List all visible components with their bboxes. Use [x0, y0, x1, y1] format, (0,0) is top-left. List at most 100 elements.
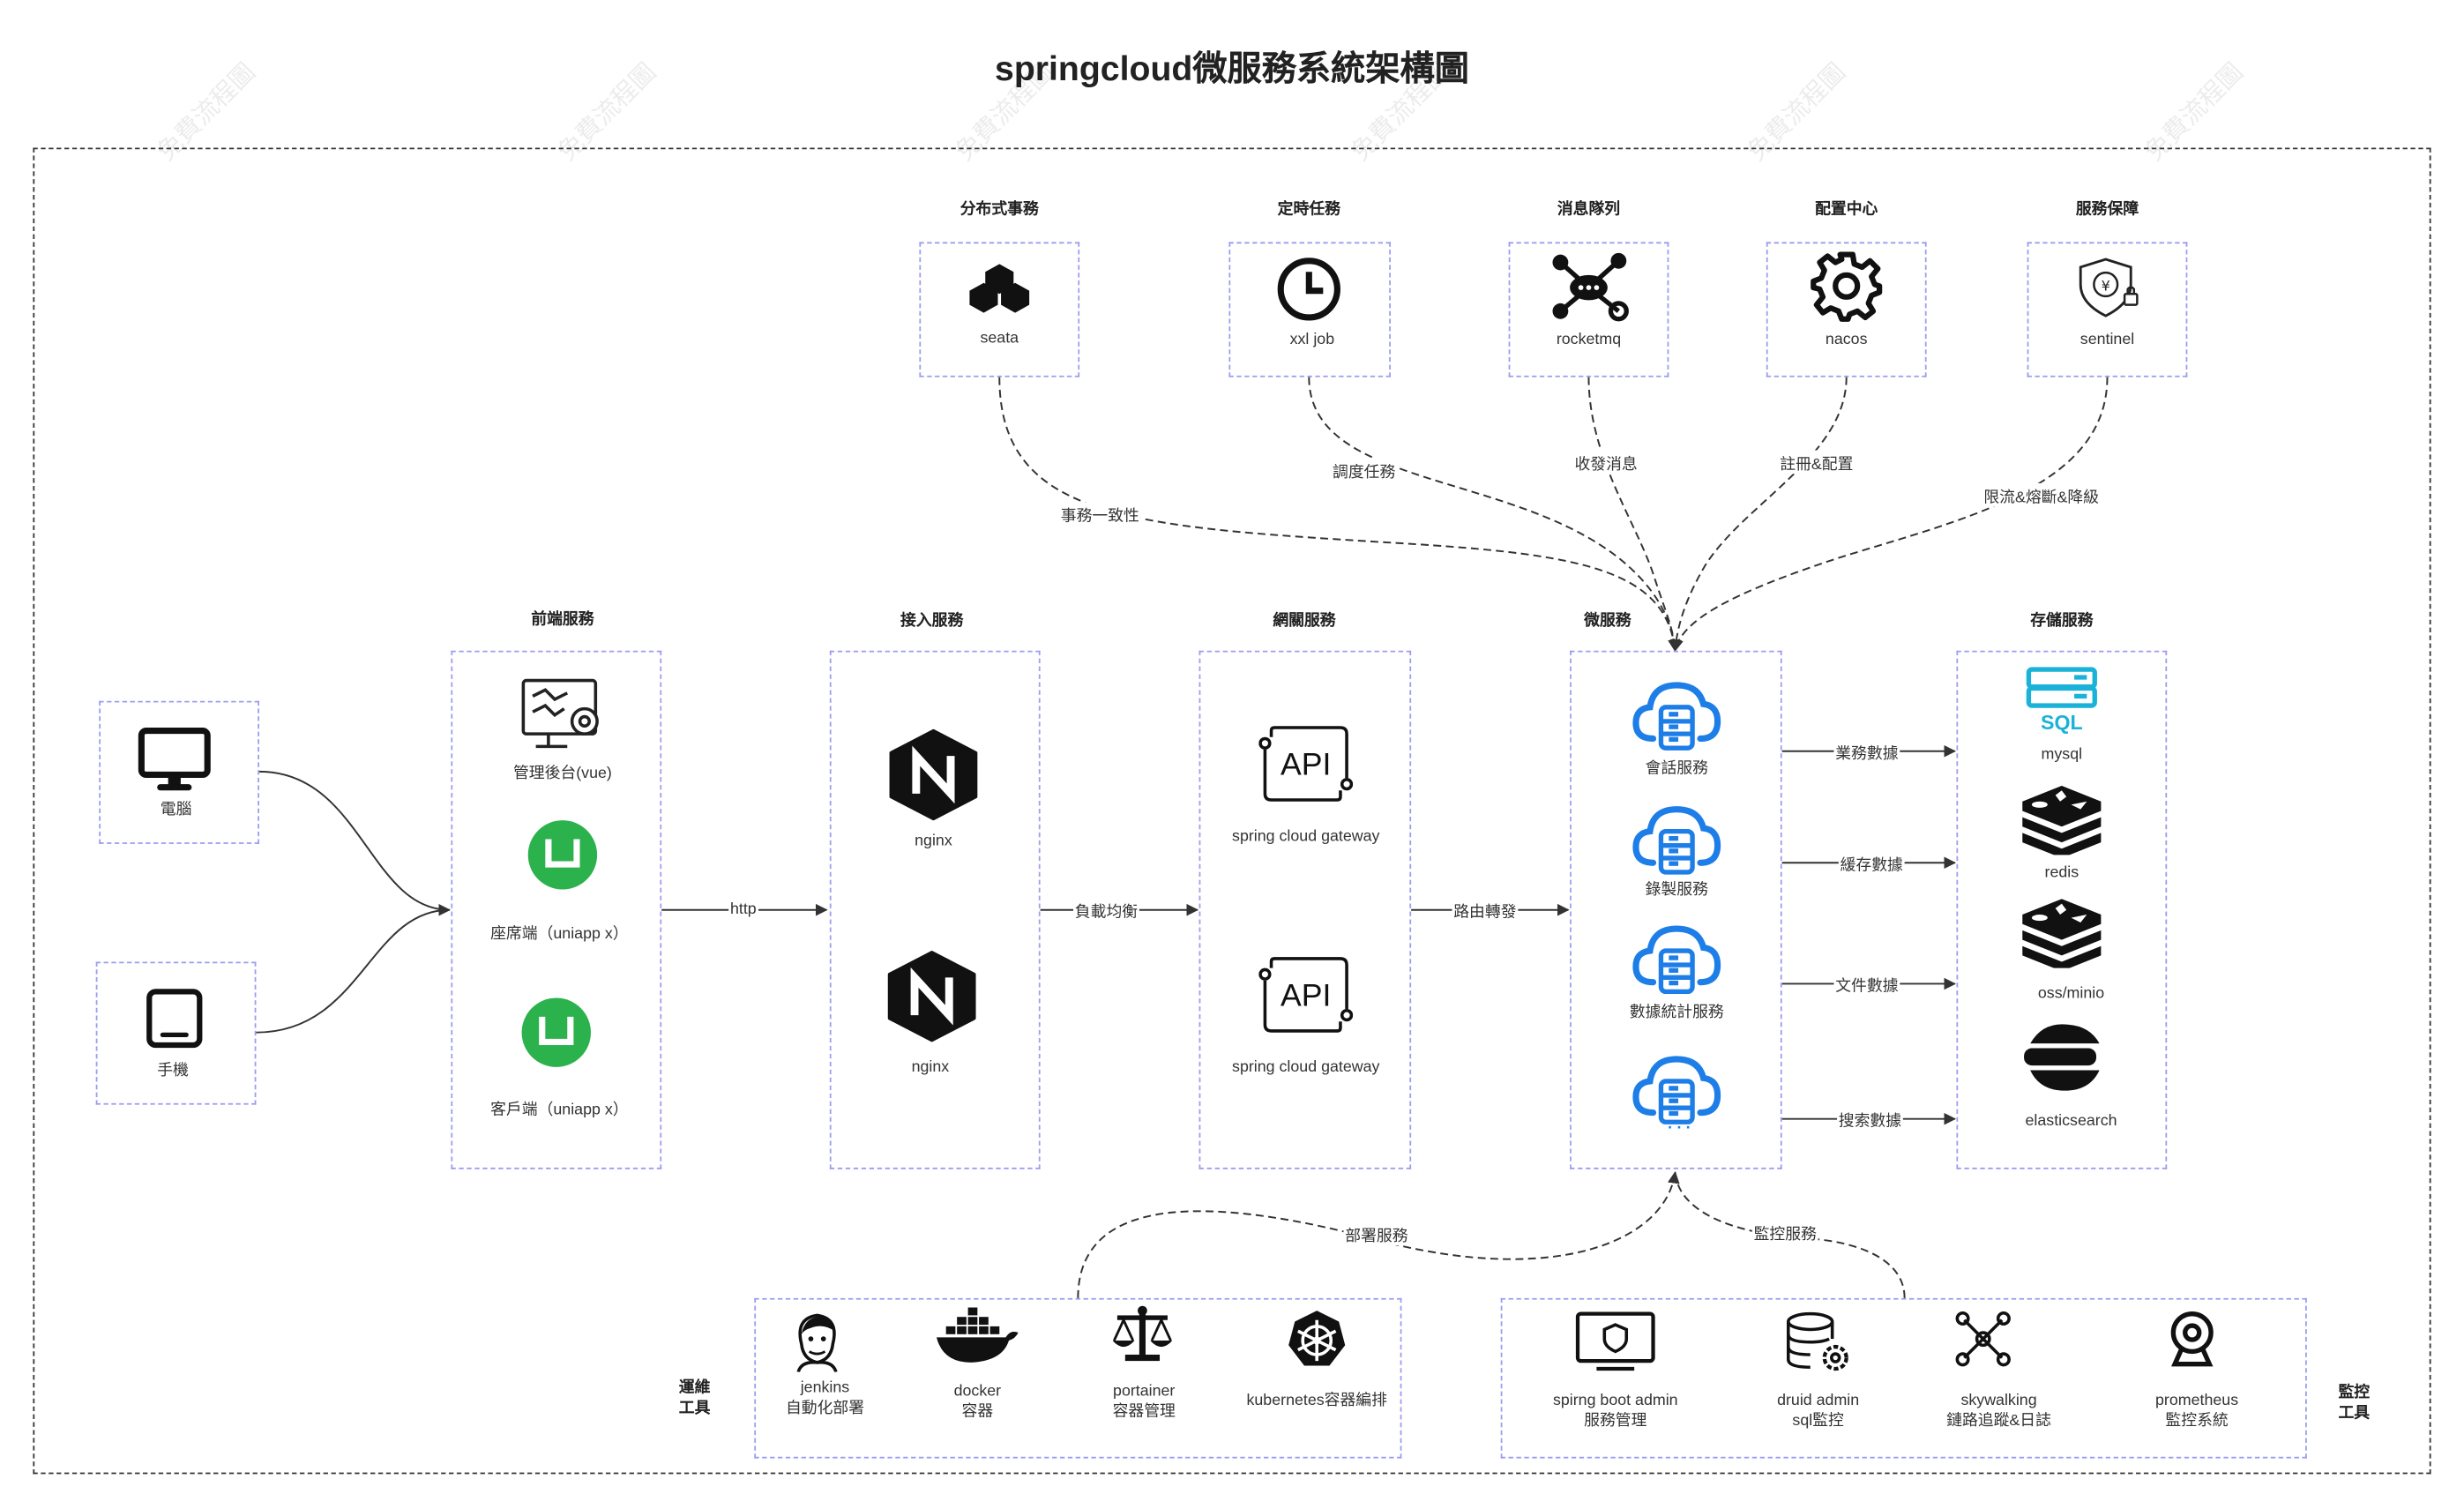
page-title: springcloud微服務系統架構圖 [995, 49, 1469, 88]
graph-nodes-icon [1955, 1311, 2011, 1367]
cloud-server-icon [1632, 925, 1721, 995]
docker-icon [937, 1307, 1019, 1363]
access-item-nginx-2: nginx [911, 1058, 950, 1077]
mon-item-skywalking: skywalking 鏈路追蹤&日誌 [1946, 1393, 2051, 1432]
section-title-storage: 存儲服務 [2030, 612, 2094, 631]
micro-item-record: 錄製服務 [1645, 881, 1708, 900]
cloud-server-icon [1632, 1056, 1721, 1124]
section-title-micro: 微服務 [1584, 612, 1631, 631]
edge-label-limit: 限流&熔斷&降級 [1982, 482, 2101, 507]
section-title-frontend: 前端服務 [531, 611, 594, 629]
storage-item-mysql: mysql [2041, 746, 2083, 764]
mon-druid-name: druid admin [1777, 1392, 1860, 1410]
edge-label-deploy: 部署服務 [1343, 1221, 1410, 1246]
helm-icon [1288, 1311, 1346, 1366]
mon-item-prometheus: prometheus 監控系統 [2155, 1393, 2238, 1432]
access-item-nginx-1: nginx [915, 833, 952, 850]
micro-item-stats: 數據統計服務 [1629, 1004, 1724, 1022]
frontend-item-agent: 座席端（uniapp x） [490, 925, 629, 944]
client-pc-box [99, 700, 260, 844]
edge-label-lb: 負載均衡 [1073, 898, 1139, 923]
mon-prometheus-name: prometheus [2155, 1392, 2239, 1410]
tablet-icon [146, 989, 203, 1049]
access-box [829, 650, 1041, 1169]
mon-sba-name: spirng boot admin [1552, 1392, 1678, 1410]
ops-item-docker: docker 容器 [954, 1383, 1001, 1423]
network-hub-icon [1552, 252, 1629, 322]
ops-item-k8s: kubernetes容器編排 [1246, 1392, 1387, 1410]
client-pc-label: 電腦 [160, 801, 192, 819]
storage-box [1956, 650, 2168, 1169]
ops-label-2: 工具 [678, 1399, 711, 1417]
edge-label-monitor: 監控服務 [1751, 1220, 1818, 1244]
gateway-item-1: spring cloud gateway [1232, 828, 1380, 846]
edge-label-cache: 緩存數據 [1838, 850, 1905, 875]
edge-pc-frontend [259, 770, 451, 916]
ops-box [754, 1297, 1402, 1459]
mon-item-sba: spirng boot admin 服務管理 [1553, 1393, 1678, 1432]
job-box [1228, 242, 1391, 377]
section-title-access: 接入服務 [900, 612, 964, 631]
redis-icon [2022, 899, 2102, 968]
gateway-box [1198, 650, 1412, 1169]
mon-side-label: 監控 工具 [2338, 1385, 2370, 1424]
mon-label-1: 監控 [2338, 1384, 2371, 1402]
frontend-item-customer: 客戶端（uniapp x） [490, 1102, 629, 1119]
mon-skywalking-name: skywalking [1960, 1392, 2037, 1410]
nginx-icon [889, 728, 978, 821]
mon-box [1500, 1297, 2307, 1459]
edge-limit [1671, 377, 2109, 653]
ops-portainer-desc: 容器管理 [1112, 1402, 1176, 1420]
micro-item-session: 會話服務 [1645, 760, 1708, 779]
mon-item-druid: druid admin sql監控 [1777, 1393, 1859, 1432]
nginx-icon [887, 951, 976, 1042]
edge-label-msg: 收發消息 [1572, 450, 1639, 474]
clock-icon [1277, 258, 1340, 321]
ops-docker-desc: 容器 [961, 1402, 994, 1420]
edge-sched [1308, 377, 1681, 653]
section-title-config: 配置中心 [1815, 201, 1878, 219]
monitor-icon [138, 728, 211, 791]
webcam-icon [2170, 1311, 2214, 1367]
edge-reg [1669, 377, 1848, 653]
top-item-sentinel: sentinel [2079, 331, 2135, 349]
frontend-item-admin: 管理後台(vue) [512, 765, 612, 783]
section-title-seata: 分布式事務 [959, 201, 1039, 219]
ops-side-label: 運維 工具 [679, 1379, 711, 1419]
api-icon: API [1258, 726, 1354, 802]
edge-label-route: 路由轉發 [1452, 898, 1519, 923]
cloud-server-icon [1632, 682, 1721, 751]
section-title-job: 定時任務 [1277, 201, 1340, 219]
ops-label-1: 運維 [678, 1379, 711, 1398]
outer-frame [33, 147, 2431, 1475]
protect-box [2027, 242, 2188, 377]
top-item-xxljob: xxl job [1289, 331, 1335, 349]
edge-label-file: 文件數據 [1833, 972, 1900, 996]
edge-label-sched: 調度任務 [1331, 458, 1398, 482]
uniapp-icon [527, 820, 598, 890]
top-item-seata: seata [980, 330, 1019, 347]
edge-label-search: 搜索數據 [1837, 1107, 1903, 1132]
jenkins-icon [796, 1313, 838, 1372]
gateway-item-2: spring cloud gateway [1232, 1058, 1380, 1077]
edge-label-reg: 註冊&配置 [1778, 450, 1855, 474]
mon-label-2: 工具 [2338, 1404, 2371, 1422]
section-title-gateway: 網關服務 [1273, 612, 1336, 631]
edge-label-http: http [728, 900, 758, 919]
section-title-protect: 服務保障 [2075, 201, 2139, 219]
config-box [1766, 242, 1927, 377]
storage-item-es: elasticsearch [2025, 1112, 2117, 1131]
micro-box [1570, 650, 1782, 1169]
ops-jenkins-name: jenkins [800, 1379, 850, 1398]
ops-item-portainer: portainer 容器管理 [1113, 1383, 1176, 1423]
sql-icon: SQL [2026, 667, 2097, 734]
monitor-shield-icon [1575, 1311, 1655, 1371]
ops-docker-name: docker [953, 1383, 1002, 1401]
seata-box [919, 242, 1080, 377]
mq-box [1508, 242, 1669, 377]
svg-text:SQL: SQL [2041, 711, 2083, 734]
mon-skywalking-desc: 鏈路追蹤&日誌 [1946, 1412, 2051, 1430]
shield-lock-icon: ¥ [2079, 258, 2139, 317]
